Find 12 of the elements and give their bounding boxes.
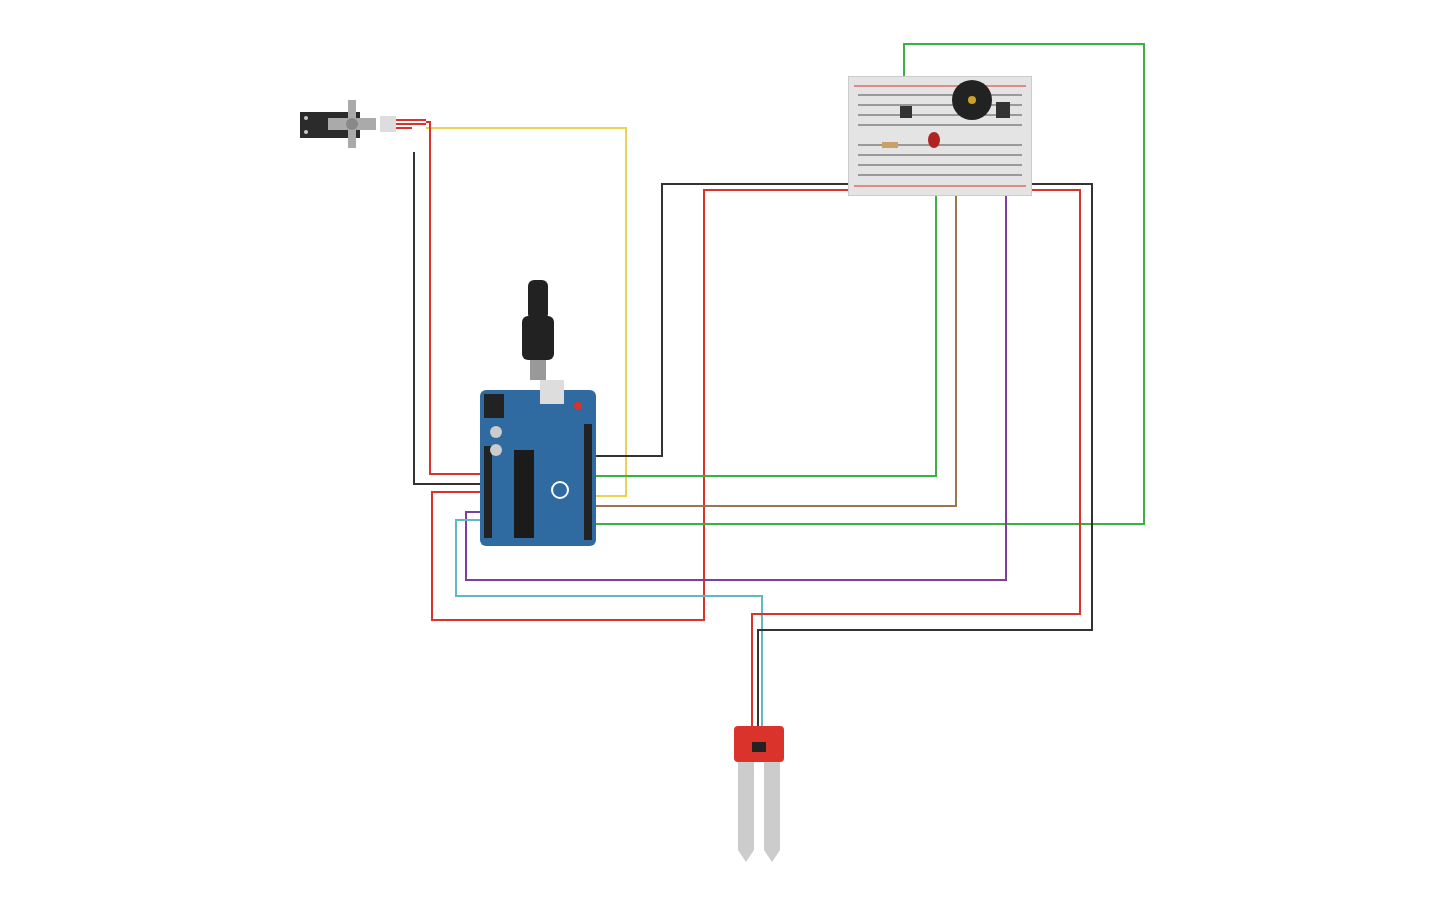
microcontroller-board-drawing <box>480 280 596 546</box>
wire <box>425 127 627 497</box>
wire <box>465 195 1007 581</box>
soil-moisture-sensor-drawing <box>732 726 786 862</box>
breadboard-drawing <box>848 76 1032 196</box>
wire <box>595 43 1145 525</box>
servo-motor-drawing <box>300 96 426 152</box>
wire <box>431 189 849 621</box>
wire <box>413 151 481 485</box>
wire <box>425 121 481 475</box>
wire <box>455 519 763 727</box>
wire <box>595 183 849 457</box>
